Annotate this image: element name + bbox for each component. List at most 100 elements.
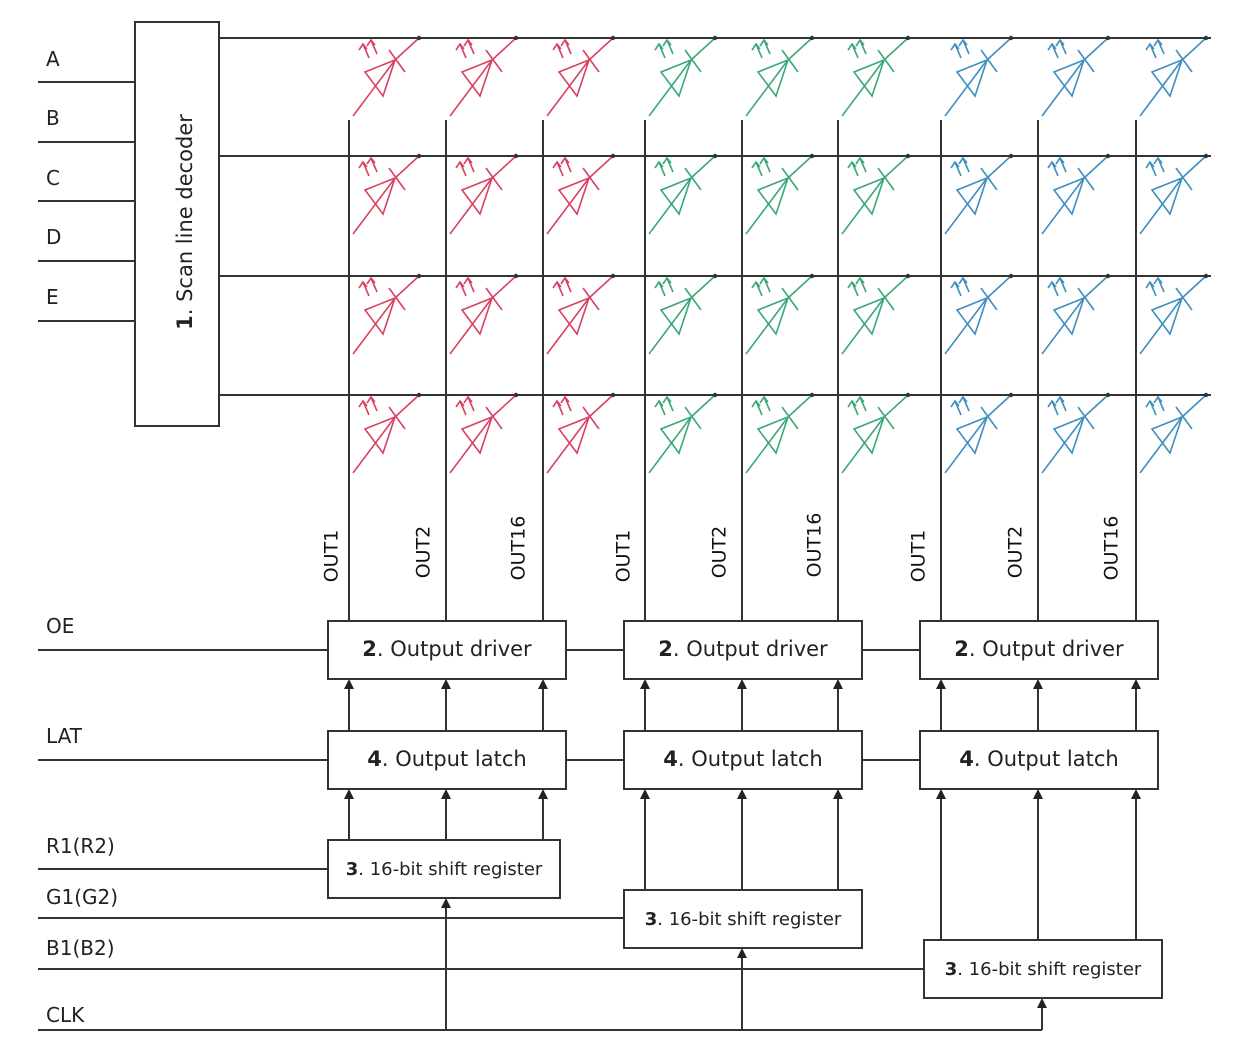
arrow-clk-blue xyxy=(1037,998,1047,1030)
address-label-c: C xyxy=(46,166,60,190)
led-red-r2-c3 xyxy=(546,153,616,235)
address-label-d: D xyxy=(46,225,61,249)
out-label-green-2: OUT2 xyxy=(709,526,731,579)
led-blue-r4-c3 xyxy=(1139,392,1209,474)
led-green-r2-c3 xyxy=(841,153,911,235)
arrow-shift-to-latch-green-1 xyxy=(640,789,650,890)
output-latch-green: 4. Output latch xyxy=(623,730,863,790)
svg-text:2. Output driver: 2. Output driver xyxy=(658,637,828,661)
led-green-r1-c1 xyxy=(648,35,718,117)
arrow-latch-to-driver-blue-3 xyxy=(1131,679,1141,731)
led-green-r2-c2 xyxy=(745,153,815,235)
shift-register-green: 3. 16-bit shift register xyxy=(623,889,863,949)
arrow-clk-green xyxy=(737,948,747,1030)
led-red-r2-c1 xyxy=(352,153,422,235)
led-blue-r1-c1 xyxy=(944,35,1014,117)
address-label-a: A xyxy=(46,47,60,71)
arrow-latch-to-driver-green-3 xyxy=(833,679,843,731)
led-red-r1-c2 xyxy=(449,35,519,117)
led-red-r1-c3 xyxy=(546,35,616,117)
arrow-latch-to-driver-green-2 xyxy=(737,679,747,731)
svg-text:1. Scan line decoder: 1. Scan line decoder xyxy=(173,114,197,330)
arrow-wires xyxy=(344,679,1141,1030)
arrow-clk-red xyxy=(441,898,451,1030)
led-green-r2-c1 xyxy=(648,153,718,235)
arrow-shift-to-latch-blue-2 xyxy=(1033,789,1043,940)
out-label-red-16: OUT16 xyxy=(508,516,530,581)
lat-label: LAT xyxy=(46,724,83,748)
led-green-r3-c1 xyxy=(648,273,718,355)
arrow-latch-to-driver-red-2 xyxy=(441,679,451,731)
led-red-r3-c3 xyxy=(546,273,616,355)
out-label-blue-1: OUT1 xyxy=(908,530,930,583)
output-driver-red: 2. Output driver xyxy=(327,620,567,680)
address-input-a: A xyxy=(38,47,135,83)
b1-label: B1(B2) xyxy=(46,936,115,960)
led-red-r4-c2 xyxy=(449,392,519,474)
out-label-red-2: OUT2 xyxy=(413,526,435,579)
led-blue-r3-c2 xyxy=(1041,273,1111,355)
out-label-blue-2: OUT2 xyxy=(1005,526,1027,579)
led-green-r3-c2 xyxy=(745,273,815,355)
svg-text:2. Output driver: 2. Output driver xyxy=(954,637,1124,661)
decoder-number: 1 xyxy=(173,315,197,330)
output-latch-red: 4. Output latch xyxy=(327,730,567,790)
address-input-d: D xyxy=(38,225,135,262)
column-lines xyxy=(348,120,1137,620)
arrow-shift-to-latch-blue-3 xyxy=(1131,789,1141,940)
clk-label: CLK xyxy=(46,1003,85,1027)
led-blue-r3-c1 xyxy=(944,273,1014,355)
output-driver-blue: 2. Output driver xyxy=(919,620,1159,680)
led-blue-r4-c1 xyxy=(944,392,1014,474)
output-driver-green: 2. Output driver xyxy=(623,620,863,680)
g1-label: G1(G2) xyxy=(46,885,118,909)
led-green-r1-c3 xyxy=(841,35,911,117)
shift-register-blue: 3. 16-bit shift register xyxy=(923,939,1163,999)
address-label-b: B xyxy=(46,106,60,130)
svg-text:3. 16-bit shift register: 3. 16-bit shift register xyxy=(945,959,1142,980)
led-red-r4-c3 xyxy=(546,392,616,474)
out-label-green-16: OUT16 xyxy=(804,513,826,578)
led-red-r3-c1 xyxy=(352,273,422,355)
arrow-latch-to-driver-red-1 xyxy=(344,679,354,731)
svg-text:3. 16-bit shift register: 3. 16-bit shift register xyxy=(645,909,842,930)
led-blue-r1-c2 xyxy=(1041,35,1111,117)
address-input-e: E xyxy=(38,285,135,322)
scan-line-decoder: 1. Scan line decoder xyxy=(134,21,220,427)
address-label-e: E xyxy=(46,285,59,309)
arrow-shift-to-latch-blue-1 xyxy=(936,789,946,940)
arrow-shift-to-latch-green-3 xyxy=(833,789,843,890)
row-lines xyxy=(219,37,1211,396)
arrow-latch-to-driver-blue-2 xyxy=(1033,679,1043,731)
led-matrix xyxy=(352,35,1209,474)
output-labels: OUT1 OUT2 OUT16 OUT1 OUT2 OUT16 OUT1 OUT… xyxy=(321,513,1123,583)
led-blue-r2-c2 xyxy=(1041,153,1111,235)
arrow-shift-to-latch-red-1 xyxy=(344,789,354,840)
led-blue-r3-c3 xyxy=(1139,273,1209,355)
led-green-r3-c3 xyxy=(841,273,911,355)
out-label-green-1: OUT1 xyxy=(613,530,635,583)
arrow-latch-to-driver-blue-1 xyxy=(936,679,946,731)
led-red-r2-c2 xyxy=(449,153,519,235)
led-green-r4-c2 xyxy=(745,392,815,474)
svg-text:4. Output latch: 4. Output latch xyxy=(663,747,822,771)
out-label-red-1: OUT1 xyxy=(321,530,343,583)
output-latch-blue: 4. Output latch xyxy=(919,730,1159,790)
arrow-shift-to-latch-red-3 xyxy=(538,789,548,840)
shift-register-red: 3. 16-bit shift register xyxy=(327,839,561,899)
control-inputs: OE LAT R1(R2) G1(G2) B1(B2) CLK xyxy=(38,614,1042,1031)
led-blue-r2-c1 xyxy=(944,153,1014,235)
led-blue-r4-c2 xyxy=(1041,392,1111,474)
led-red-r3-c2 xyxy=(449,273,519,355)
led-blue-r1-c3 xyxy=(1139,35,1209,117)
oe-label: OE xyxy=(46,614,74,638)
svg-text:2. Output driver: 2. Output driver xyxy=(362,637,532,661)
address-input-c: C xyxy=(38,166,135,202)
address-input-b: B xyxy=(38,106,135,143)
out-label-blue-16: OUT16 xyxy=(1101,516,1123,581)
led-green-r4-c1 xyxy=(648,392,718,474)
svg-text:4. Output latch: 4. Output latch xyxy=(367,747,526,771)
svg-text:4. Output latch: 4. Output latch xyxy=(959,747,1118,771)
arrow-shift-to-latch-red-2 xyxy=(441,789,451,840)
